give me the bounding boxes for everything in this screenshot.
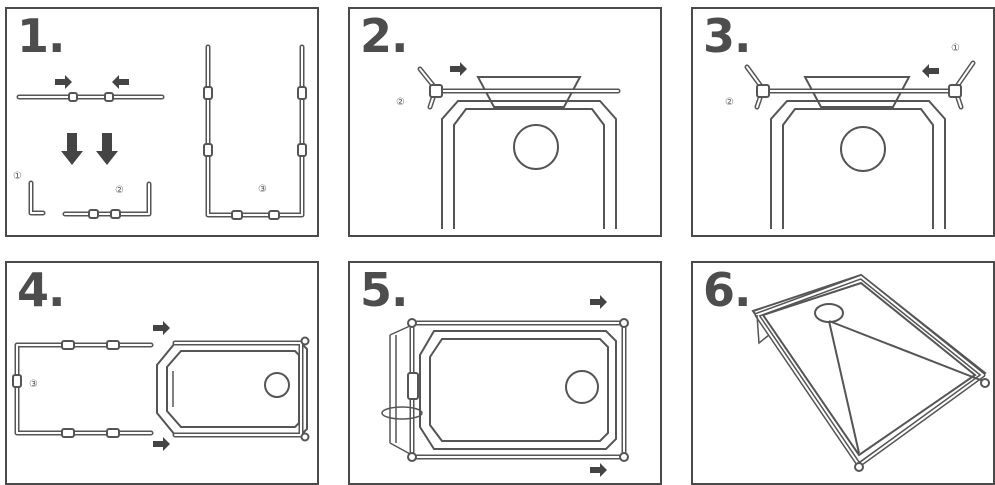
step-1-illustration: ① ② ③ <box>13 44 307 220</box>
label-1: ① <box>951 43 960 54</box>
step-6-illustration <box>751 273 990 472</box>
label-2: ② <box>396 97 405 108</box>
label-2: ② <box>115 185 124 196</box>
step-2-panel: 2. ② <box>348 7 662 237</box>
step-5-panel: 5. <box>348 261 662 485</box>
label-1: ① <box>13 171 22 182</box>
step-5-illustration <box>381 295 629 477</box>
label-3: ③ <box>29 379 38 390</box>
step-6-panel: 6. <box>691 261 995 485</box>
step-2-illustration: ② <box>396 62 621 229</box>
step-4-illustration: ③ <box>12 321 310 451</box>
step-number: 6. <box>703 263 751 317</box>
label-3: ③ <box>258 184 267 195</box>
step-number: 3. <box>703 9 751 63</box>
step-3-panel: 3. ② ① <box>691 7 995 237</box>
label-2: ② <box>725 97 734 108</box>
step-3-illustration: ② ① <box>725 43 976 229</box>
step-number: 2. <box>360 9 408 63</box>
step-number: 4. <box>17 263 65 317</box>
step-4-panel: 4. ③ <box>5 261 319 485</box>
step-1-panel: 1. ① ② ③ <box>5 7 319 237</box>
step-number: 1. <box>17 9 65 63</box>
step-number: 5. <box>360 263 408 317</box>
